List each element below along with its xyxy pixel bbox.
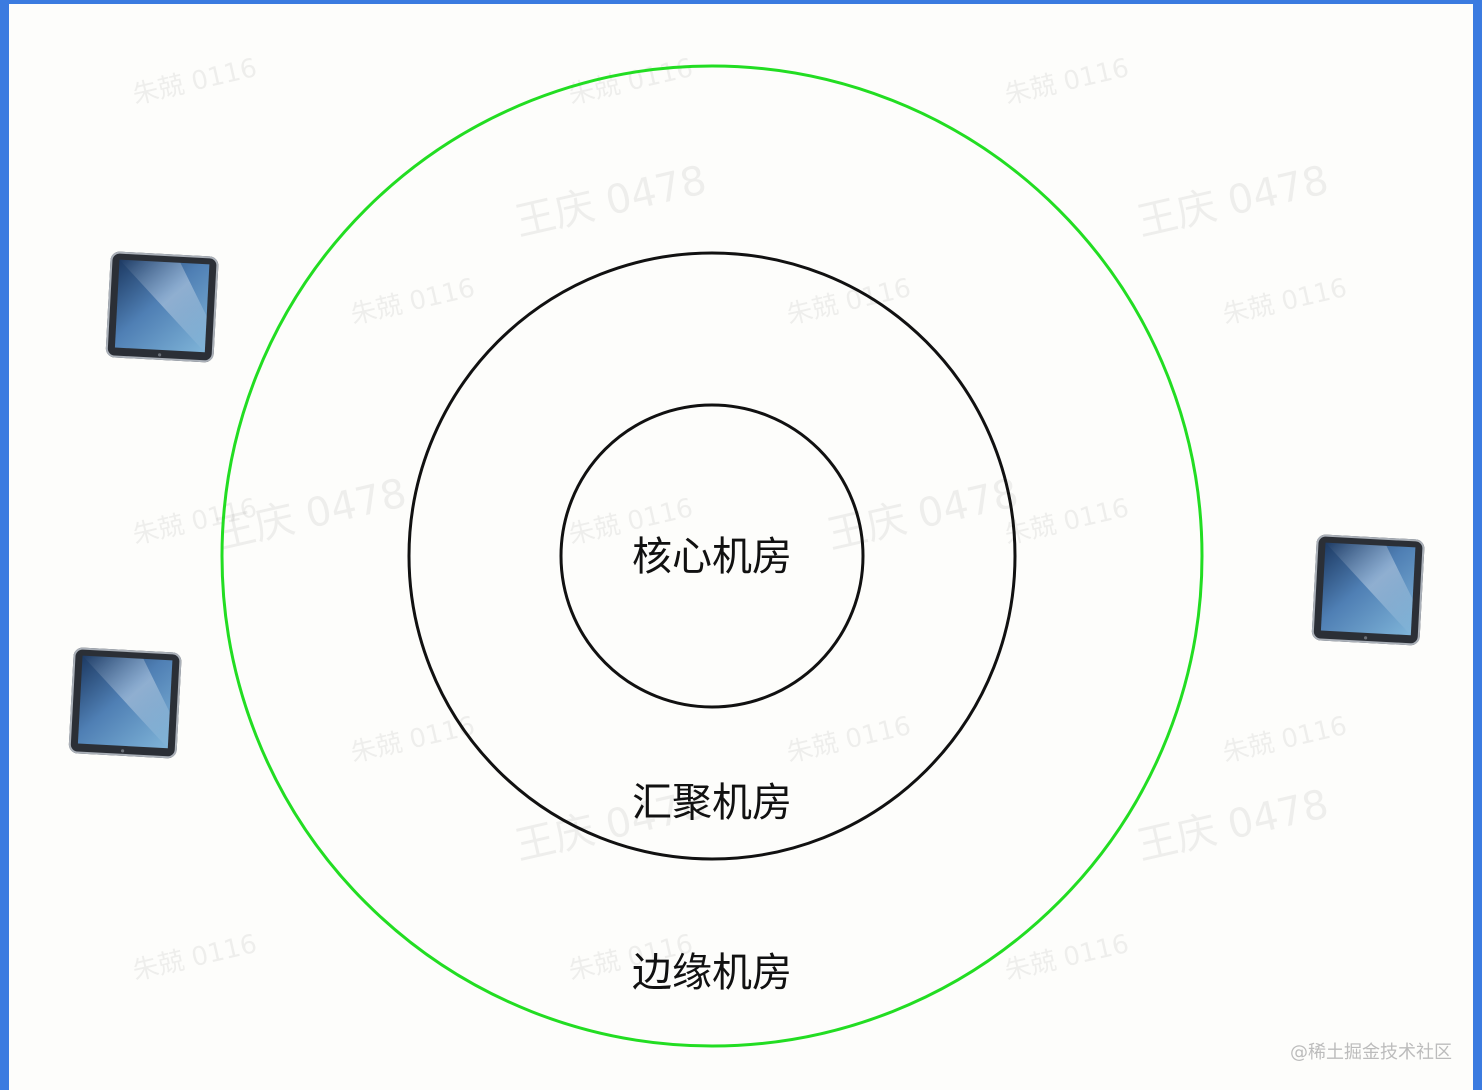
- watermark-text: 朱兢 0116: [130, 53, 260, 111]
- watermark-text: 朱兢 0116: [784, 273, 914, 331]
- edge-ring: [220, 64, 1204, 1048]
- network-diagram: 朱兢 0116 朱兢 0116 朱兢 0116 王庆 0478 王庆 0478 …: [68, 53, 1452, 1063]
- aggregation-ring: [407, 251, 1017, 861]
- watermark-text: 朱兢 0116: [1220, 273, 1350, 331]
- core-room-label: 核心机房: [632, 534, 792, 580]
- watermark-text: 王庆 0478: [211, 470, 411, 559]
- diagram-canvas: 朱兢 0116 朱兢 0116 朱兢 0116 王庆 0478 王庆 0478 …: [9, 4, 1473, 1090]
- watermark-text: 朱兢 0116: [130, 929, 260, 987]
- watermark-text: 朱兢 0116: [1002, 53, 1132, 111]
- watermark-text: 王庆 0478: [1133, 157, 1333, 246]
- tablet-icon: [1311, 534, 1425, 646]
- watermark-text: 朱兢 0116: [348, 273, 478, 331]
- tablet-icon: [105, 251, 219, 363]
- edge-room-label: 边缘机房: [632, 950, 792, 996]
- aggregation-room-label: 汇聚机房: [632, 780, 792, 826]
- watermark-layer: 朱兢 0116 朱兢 0116 朱兢 0116 王庆 0478 王庆 0478 …: [130, 53, 1350, 987]
- tablet-icon: [68, 647, 182, 759]
- watermark-text: 王庆 0478: [511, 157, 711, 246]
- watermark-text: 朱兢 0116: [1002, 493, 1132, 551]
- watermark-text: 朱兢 0116: [784, 711, 914, 769]
- watermark-text: 王庆 0478: [823, 470, 1023, 559]
- watermark-text: 朱兢 0116: [1220, 711, 1350, 769]
- credit-text: @稀土掘金技术社区: [1290, 1042, 1452, 1063]
- watermark-text: 王庆 0478: [1133, 781, 1333, 870]
- core-ring: [559, 403, 865, 709]
